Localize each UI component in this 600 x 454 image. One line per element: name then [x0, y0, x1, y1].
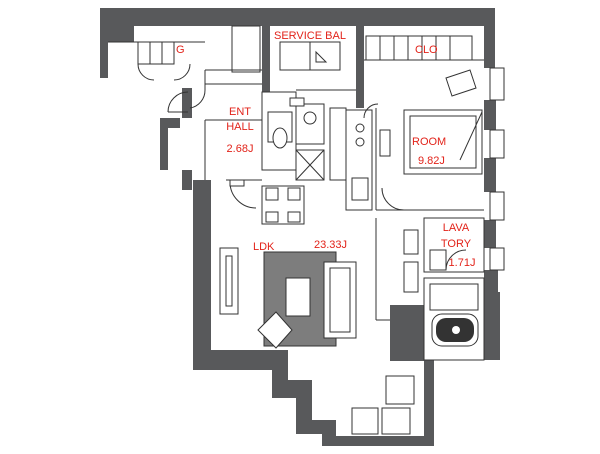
room-label-ldk: LDK — [253, 241, 275, 253]
room-label-room: ROOM — [412, 136, 447, 148]
room-label-entrance-hall-line1: ENT — [229, 106, 251, 118]
room-area-ldk: 23.33J — [314, 239, 348, 251]
walls — [100, 8, 505, 446]
room-area-room: 9.82J — [418, 155, 445, 167]
room-label-service-balcony: SERVICE BAL — [274, 30, 346, 42]
room-label-entrance-hall-line2: HALL — [226, 121, 254, 133]
room-area-entrance-hall: 2.68J — [226, 143, 254, 155]
room-label-closet: CLO — [415, 44, 438, 56]
room-area-lavatory: 1.71J — [448, 257, 476, 269]
room-label-lavatory-line1: LAVA — [442, 222, 470, 234]
partitions — [108, 25, 485, 435]
room-label-lavatory-line2: TORY — [440, 238, 472, 250]
room-label-g: G — [176, 44, 185, 56]
